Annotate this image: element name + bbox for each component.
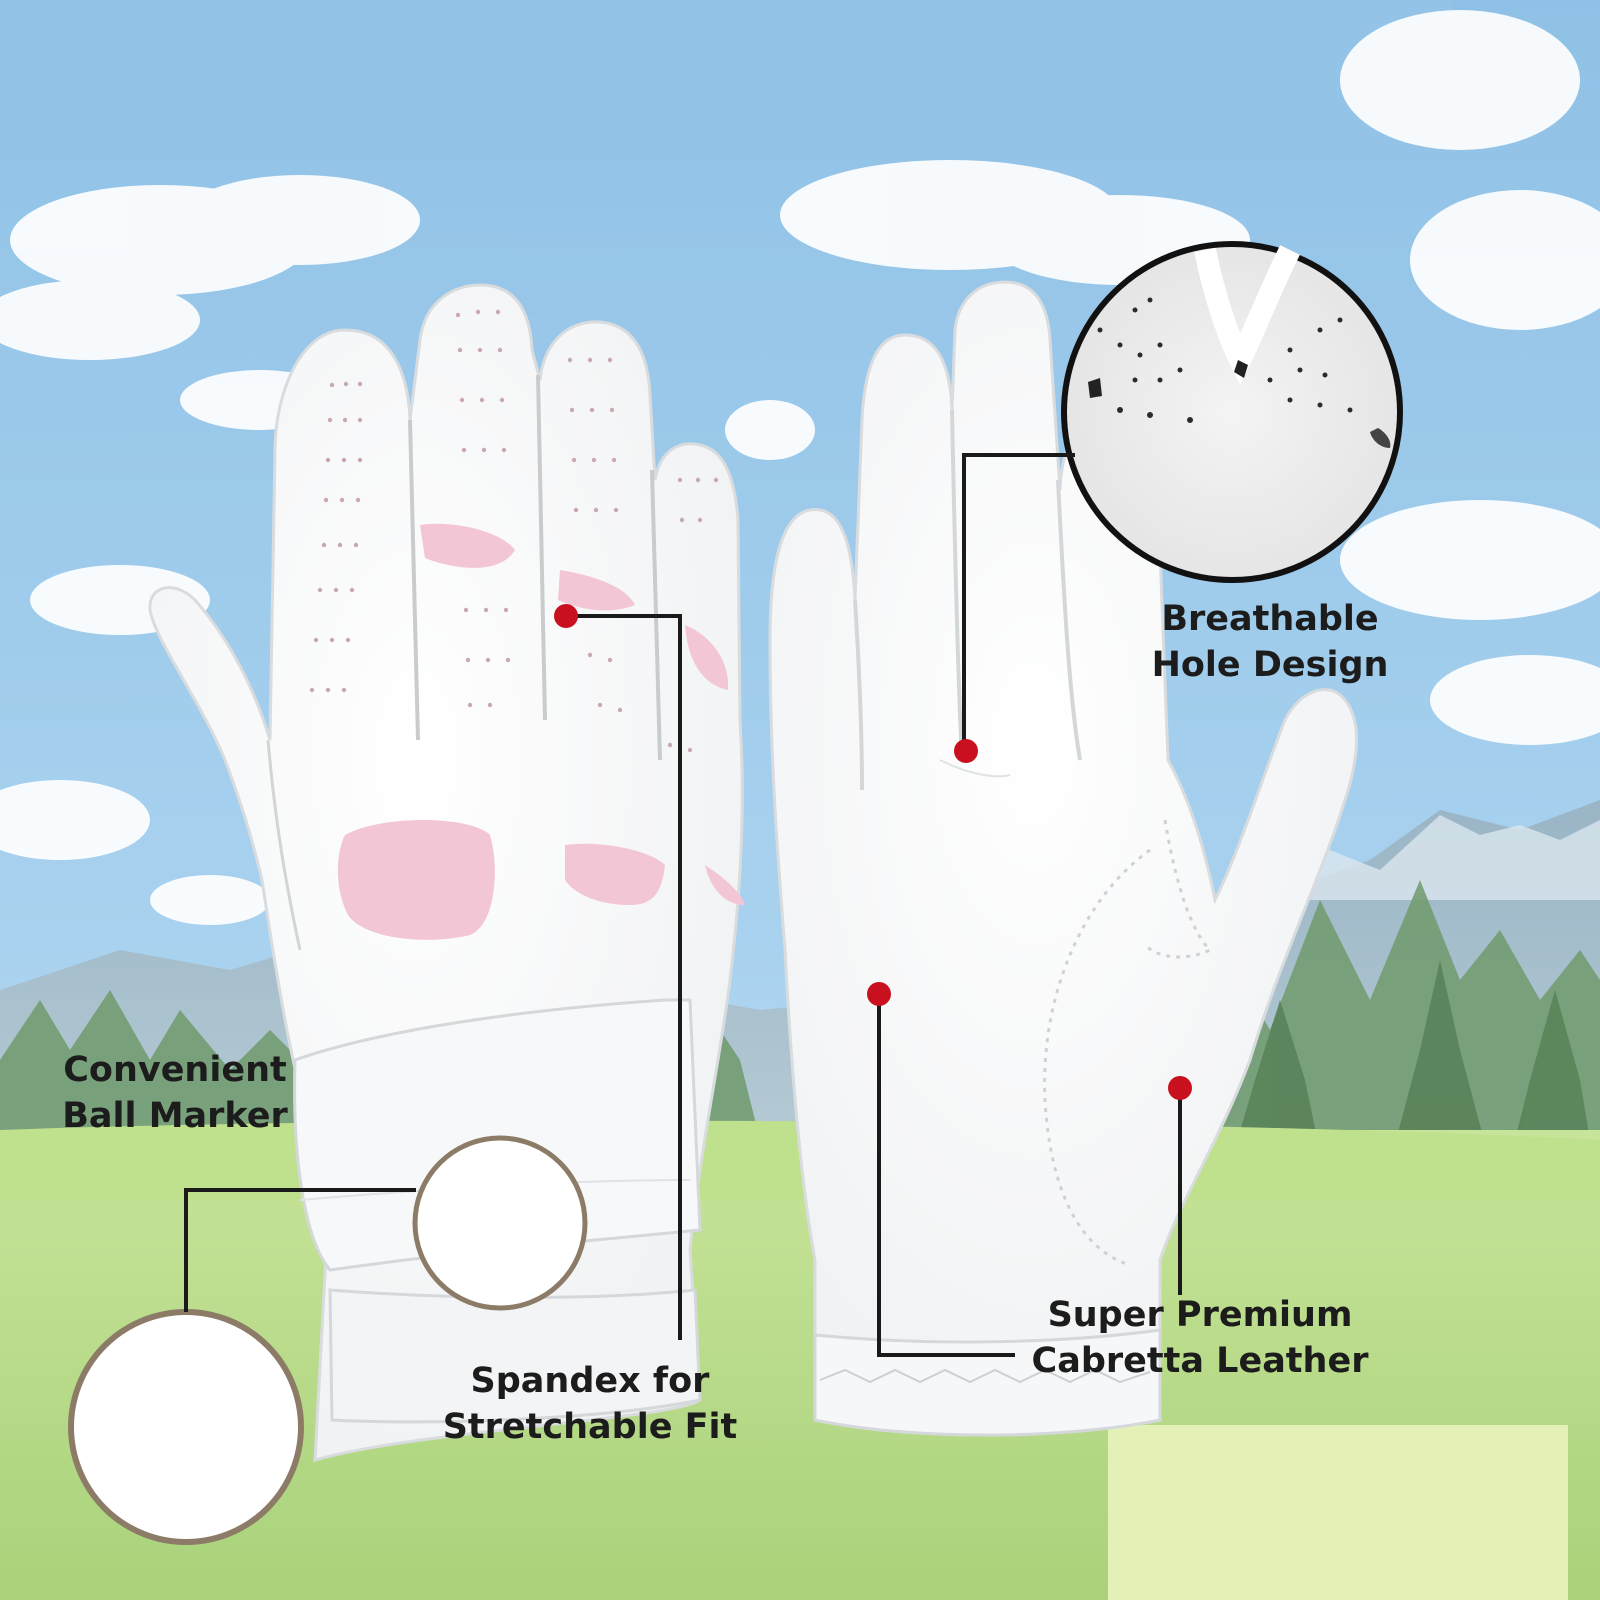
callout-spandex-stretchable-fit: Spandex for Stretchable Fit [410,1358,770,1450]
marker-dot-leather-2 [1168,1076,1192,1100]
marker-dots [554,604,1192,1100]
bottom-right-block [1108,1425,1568,1600]
leader-lines [184,453,1182,1357]
marker-dot-leather-1 [867,982,891,1006]
callout-line: Convenient [63,1050,287,1090]
callout-line: Cabretta Leather [1031,1341,1369,1381]
callout-line: Stretchable Fit [442,1407,738,1447]
left-glove [148,283,745,1463]
callout-line: Hole Design [1151,645,1389,685]
marker-dot-breathable [954,739,978,763]
callout-line: Ball Marker [62,1096,288,1136]
breathable-zoom-circle [1061,241,1403,583]
callout-line: Super Premium [1047,1295,1353,1335]
marker-dot-spandex [554,604,578,628]
callout-cabretta-leather: Super Premium Cabretta Leather [1000,1292,1400,1384]
ball-marker-disc [412,1135,588,1311]
callout-line: Breathable [1161,599,1379,639]
callout-convenient-ball-marker: Convenient Ball Marker [30,1047,320,1139]
callout-line: Spandex for [470,1361,710,1401]
callout-breathable-hole-design: Breathable Hole Design [1110,596,1430,688]
ball-marker-zoom-circle [68,1309,304,1545]
top-banner [0,0,1452,165]
left-glove-perforations [309,309,719,753]
